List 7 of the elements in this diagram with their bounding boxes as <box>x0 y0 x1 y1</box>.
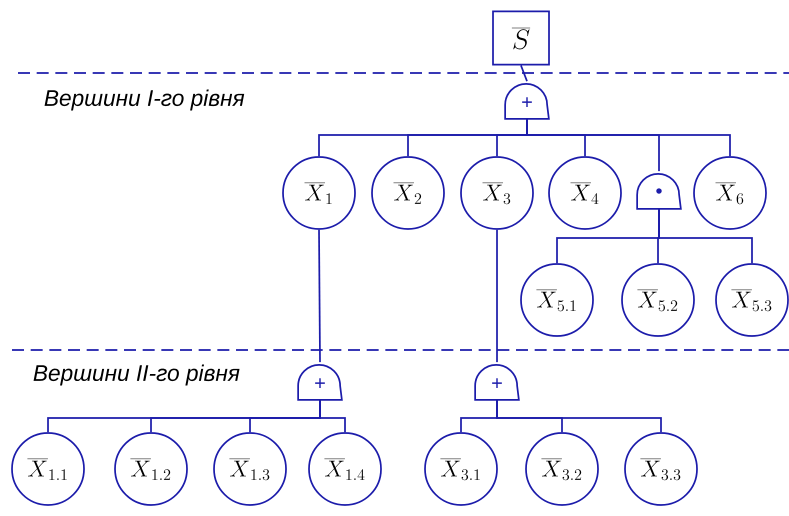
logic-gate: + <box>504 83 550 120</box>
level-label: Вершини II-го рівня <box>34 364 240 386</box>
level-label: Вершини I-го рівня <box>44 89 244 111</box>
event-box: $\overline{S}$ <box>492 10 550 66</box>
logic-gate: + <box>297 364 343 401</box>
logic-gate: + <box>474 364 520 401</box>
logic-gate: • <box>636 173 682 210</box>
